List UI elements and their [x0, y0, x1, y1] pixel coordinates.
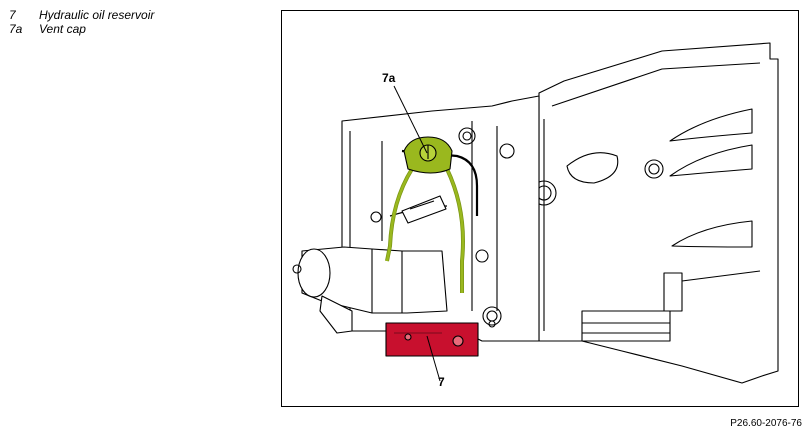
- reservoir-bolt: [452, 335, 464, 347]
- legend-label: Hydraulic oil reservoir: [39, 8, 155, 22]
- fitting: [458, 127, 476, 145]
- pipe: [401, 149, 479, 216]
- leader-line: [393, 85, 428, 154]
- legend-item: 7a Vent cap: [9, 22, 154, 36]
- technical-drawing: 7a 7: [281, 10, 799, 407]
- callout-vent-cap: 7a: [382, 71, 396, 85]
- housing-boss: [644, 159, 664, 179]
- housing-fin: [669, 144, 753, 177]
- legend-item: 7 Hydraulic oil reservoir: [9, 8, 154, 22]
- fitting: [462, 131, 472, 141]
- housing-fin: [669, 108, 753, 142]
- fitting: [370, 211, 382, 223]
- pump-endcap: [297, 248, 331, 298]
- pump-bracket: [319, 295, 353, 334]
- legend: 7 Hydraulic oil reservoir 7a Vent cap: [9, 8, 154, 36]
- housing-bottom: [581, 310, 671, 342]
- figure-id: P26.60-2076-76: [730, 418, 802, 429]
- bolt: [292, 264, 302, 274]
- housing-rib: [551, 62, 761, 107]
- connector: [401, 195, 447, 224]
- fitting: [499, 143, 515, 159]
- transmission-drawing: [292, 42, 779, 384]
- fitting: [475, 249, 489, 263]
- leader-line: [426, 335, 441, 382]
- connector: [409, 200, 435, 210]
- vent-line-highlight: [445, 168, 465, 293]
- bolt: [488, 320, 496, 328]
- vent-line-highlight: [385, 168, 414, 262]
- housing-rib: [681, 270, 761, 282]
- callout-oil-reservoir: 7: [438, 375, 445, 389]
- legend-label: Vent cap: [39, 22, 86, 36]
- reservoir-bolt: [404, 333, 412, 341]
- housing-flange: [663, 272, 683, 312]
- legend-number: 7: [9, 8, 16, 22]
- pump-housing: [301, 246, 448, 314]
- fitting: [482, 306, 502, 326]
- oil-reservoir-highlight: [385, 322, 479, 357]
- housing-fin: [671, 220, 753, 248]
- housing-boss: [648, 163, 660, 175]
- housing-window: [566, 152, 619, 184]
- legend-number: 7a: [9, 22, 23, 36]
